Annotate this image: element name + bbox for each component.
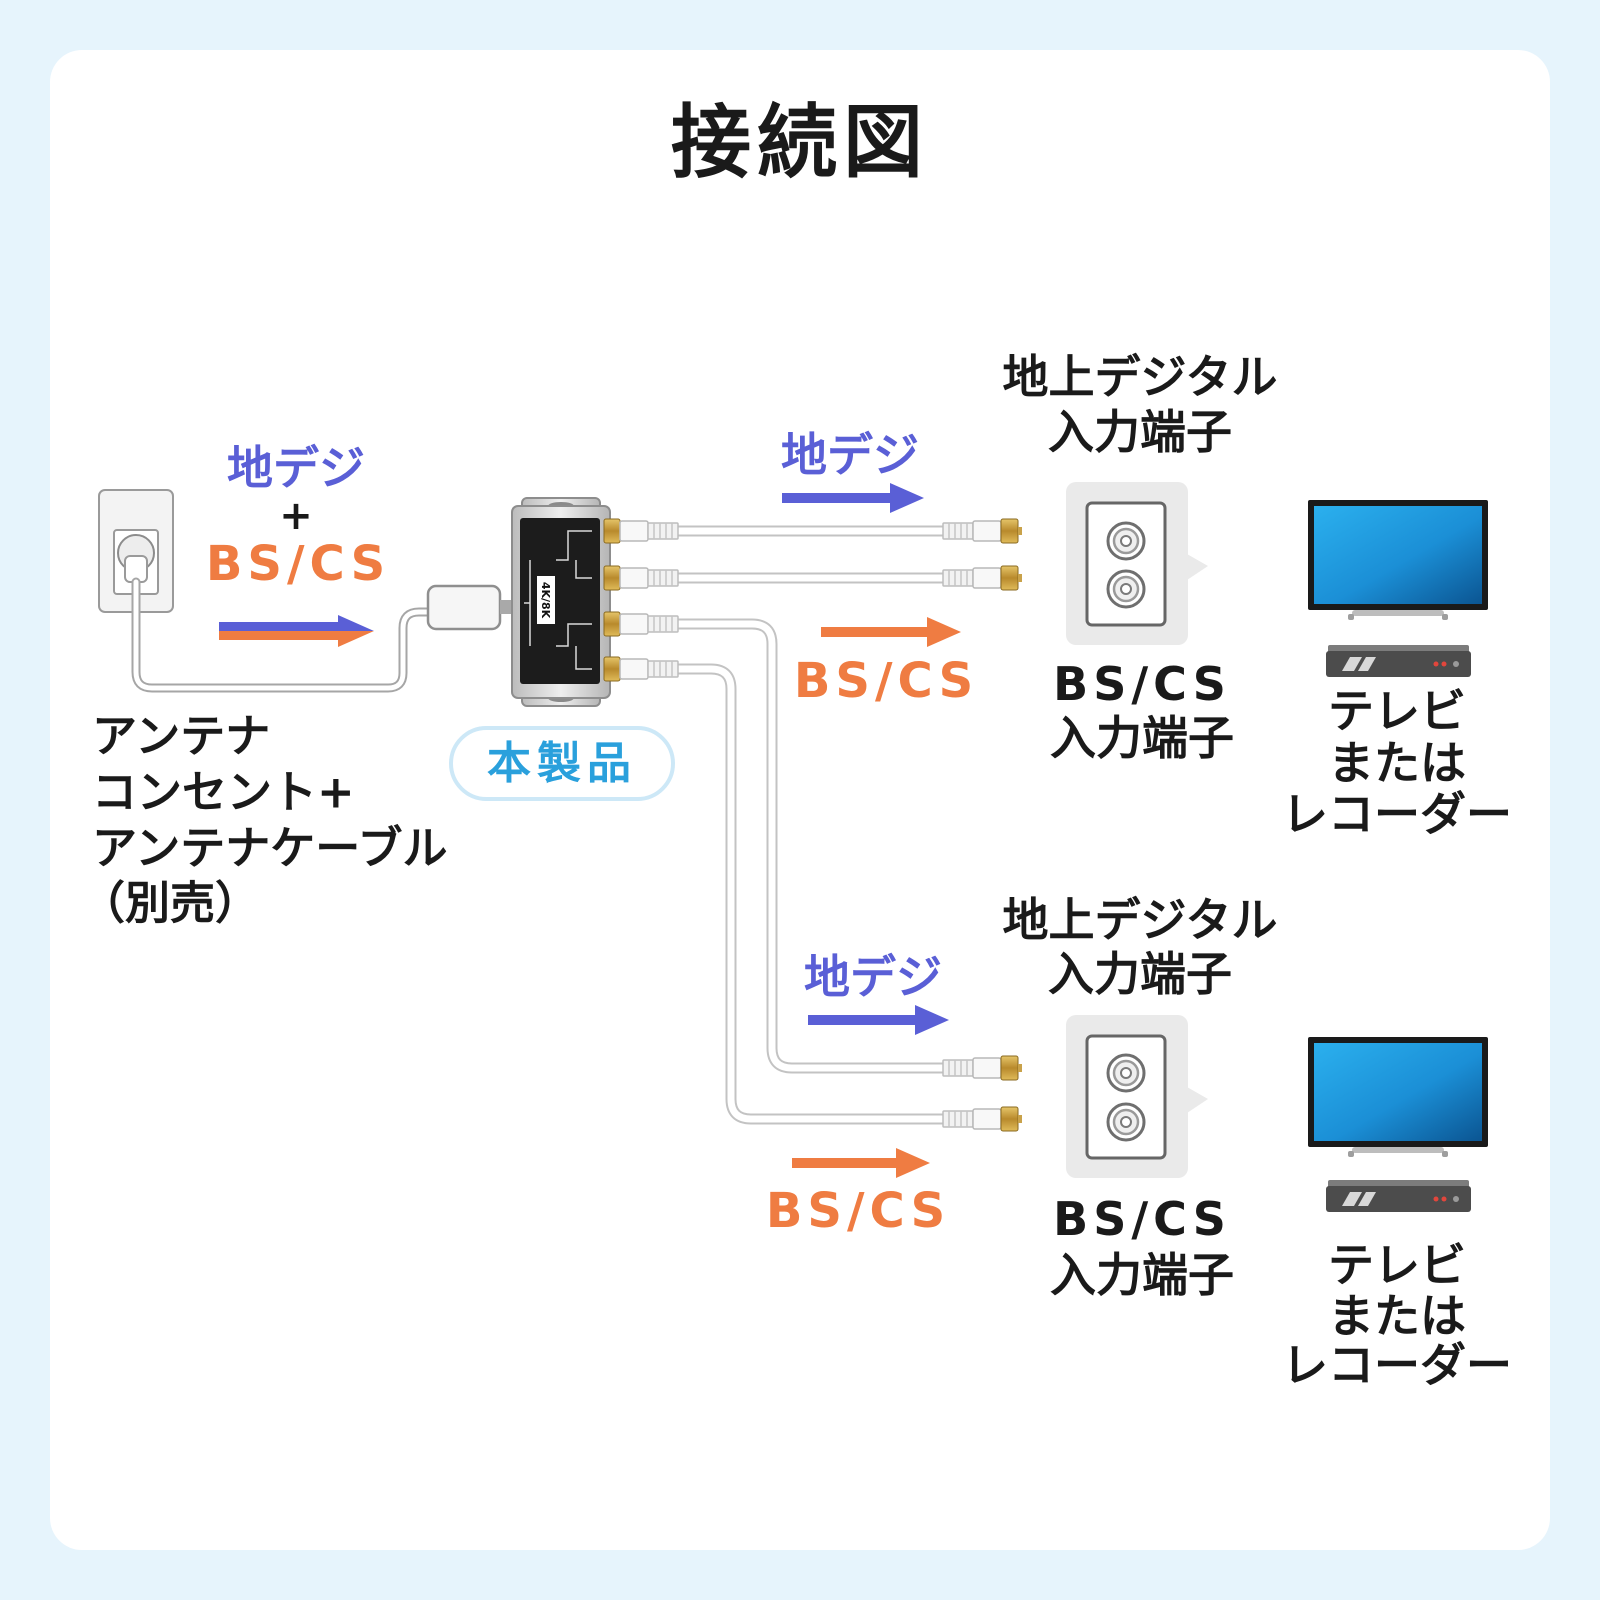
source-terrestrial-label: 地デジ (227, 441, 365, 495)
source-bs-cs-label: BS/CS (205, 536, 391, 592)
output-1-terrestrial-input-line-2: 入力端子 (1048, 405, 1232, 459)
tv-icon-1 (1308, 500, 1488, 620)
arrow-right-icon-combined-signal (219, 615, 374, 647)
output-2-terrestrial-input-line-1: 地上デジタル (1002, 893, 1278, 947)
output-1-bs-cs-label: BS/CS (793, 653, 979, 709)
cable-bs-cs-2 (678, 663, 943, 1125)
arrow-right-icon-bs-cs-1 (821, 617, 961, 647)
device-connector-1 (603, 518, 679, 544)
arrow-right-icon-bs-cs-2 (792, 1148, 930, 1178)
antenna-cable (131, 577, 435, 693)
jack-port-terrestrial-2 (1106, 1053, 1146, 1093)
jack-port-terrestrial-1 (1106, 521, 1146, 561)
output-1-terrestrial-input-line-1: 地上デジタル (1002, 350, 1278, 404)
output-2-device-line-2: または (1328, 1289, 1466, 1343)
page-title: 接続図 (671, 96, 929, 189)
separator-box (426, 584, 512, 631)
device-connector-4 (603, 656, 679, 682)
product-label-badge: 本製品 (449, 726, 675, 801)
output-2-device-line-3: レコーダー (1282, 1338, 1512, 1392)
cable-terrestrial-2 (678, 618, 943, 1074)
output-1-bs-cs-input-line-1: BS/CS (1053, 657, 1231, 711)
device-connector-3 (603, 611, 679, 637)
output-2-device-line-1: テレビ (1328, 1238, 1466, 1292)
cable-plug-terrestrial-1 (942, 518, 1023, 544)
device-connector-2 (603, 565, 679, 591)
device-marking: 4K/8K (539, 582, 552, 619)
product-label: 本製品 (487, 737, 637, 789)
output-2-bs-cs-label: BS/CS (765, 1183, 951, 1239)
wall-antenna-jack-icon-2 (1066, 1015, 1208, 1178)
antenna-label-line-3: アンテナケーブル (92, 821, 448, 875)
arrow-right-icon-terrestrial-2 (808, 1005, 949, 1035)
recorder-icon-1 (1326, 645, 1471, 677)
output-1-device-line-3: レコーダー (1282, 787, 1512, 841)
output-2-bs-cs-input-line-1: BS/CS (1053, 1192, 1231, 1246)
output-2-bs-cs-input-line-2: 入力端子 (1050, 1248, 1234, 1302)
antenna-splitter-device: 4K/8K (511, 497, 611, 707)
recorder-icon-2 (1326, 1180, 1471, 1212)
antenna-label-line-4: （別売） (80, 876, 261, 930)
tv-icon-2 (1308, 1037, 1488, 1157)
diagram-card (50, 50, 1550, 1550)
jack-port-bs-cs-2 (1106, 1102, 1146, 1142)
source-plus-sign: + (279, 493, 313, 539)
output-1-device-line-1: テレビ (1328, 684, 1466, 738)
output-1-bs-cs-input-line-2: 入力端子 (1050, 711, 1234, 765)
arrow-right-icon-terrestrial-1 (782, 483, 924, 513)
cable-plug-terrestrial-2 (942, 1055, 1023, 1081)
wall-antenna-jack-icon-1 (1066, 482, 1208, 645)
output-1-terrestrial-label: 地デジ (781, 428, 919, 482)
output-1-device-line-2: または (1328, 736, 1466, 790)
jack-port-bs-cs-1 (1106, 569, 1146, 609)
wall-outlet-icon (98, 489, 174, 613)
antenna-label-line-2: コンセント+ (92, 765, 355, 819)
cable-plug-bs-cs-1 (942, 565, 1023, 591)
output-2-terrestrial-input-line-2: 入力端子 (1048, 947, 1232, 1001)
cable-plug-bs-cs-2 (942, 1106, 1023, 1132)
antenna-label-line-1: アンテナ (92, 709, 271, 763)
output-2-terrestrial-label: 地デジ (804, 950, 942, 1004)
